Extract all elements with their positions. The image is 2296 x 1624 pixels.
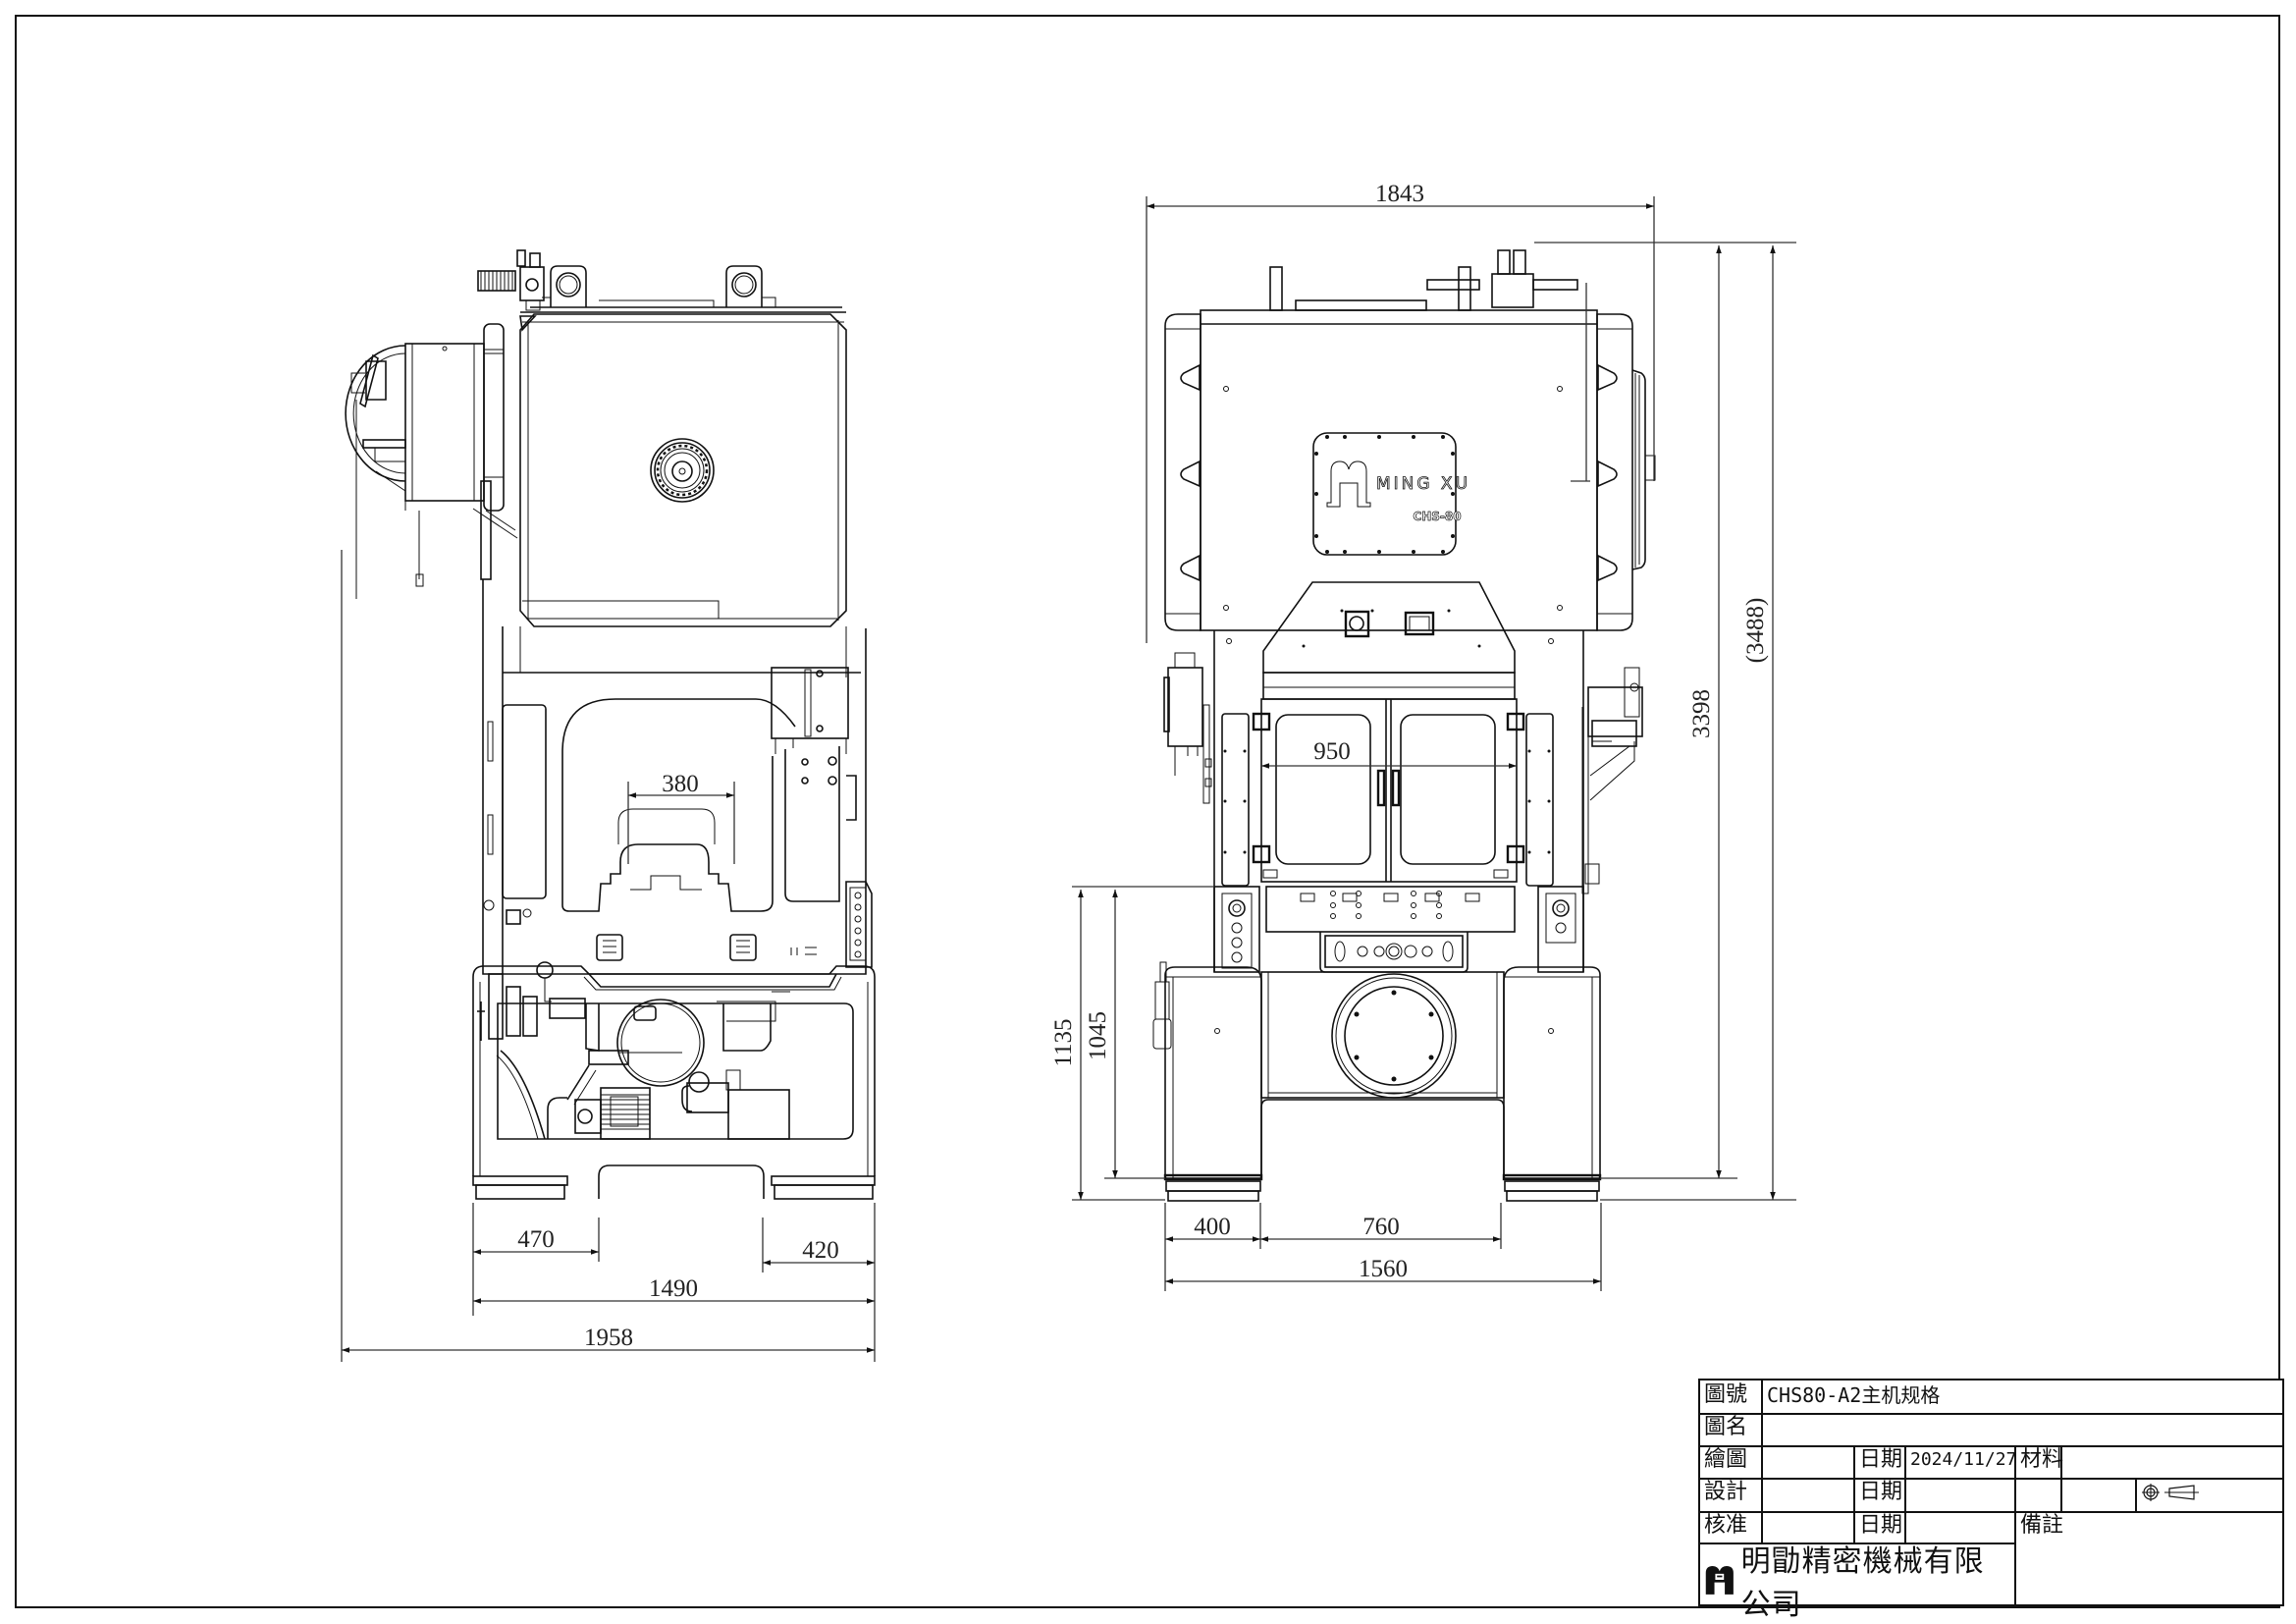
title-row-design: 設計 日期 [1700, 1478, 2282, 1513]
design-by-value [1761, 1478, 1853, 1511]
approve-date-label: 日期 [1853, 1511, 1904, 1544]
approve-by-value [1761, 1511, 1853, 1544]
title-row-drawing-name: 圖名 [1700, 1413, 2282, 1447]
title-row-approve: 核准 日期 備註 [1700, 1511, 2282, 1606]
dim-height-3398: 3398 [1688, 689, 1715, 738]
dim-base-1490: 1490 [649, 1275, 698, 1302]
material-label: 材料 [2014, 1445, 2063, 1478]
drawing-name-label: 圖名 [1704, 1415, 1748, 1439]
dim-overall-1958: 1958 [584, 1325, 633, 1351]
approve-label: 核准 [1700, 1511, 1761, 1544]
material-value [2060, 1445, 2282, 1478]
front-frame [1152, 630, 1643, 1050]
side-crown [477, 249, 847, 627]
dim-base-1560: 1560 [1359, 1256, 1408, 1282]
remarks-label: 備註 [2014, 1511, 2282, 1606]
dim-overall-width-1843: 1843 [1375, 181, 1424, 207]
title-row-drawn: 繪圖 日期 2024/11/27 材料 [1700, 1445, 2282, 1480]
front-control-panel [1226, 581, 1554, 674]
design-label: 設計 [1704, 1480, 1748, 1504]
nameplate-model: CHS-80 [1413, 510, 1461, 523]
side-view: 380 470 420 1490 1958 [341, 249, 876, 1362]
design-date-label: 日期 [1853, 1478, 1904, 1511]
dim-height-3488: (3488) [1742, 598, 1769, 664]
side-frame [482, 579, 873, 975]
front-nameplate: MING XU CHS-80 [1312, 432, 1470, 556]
side-base [472, 961, 876, 1200]
approve-date-value [1904, 1511, 2014, 1544]
dim-window-950: 950 [1313, 738, 1351, 765]
title-row-drawing-no: 圖號 CHS80-A2主机规格 [1700, 1380, 2282, 1415]
dim-foot-400: 400 [1194, 1214, 1231, 1240]
blank-cell [2060, 1478, 2135, 1511]
drawn-date-value: 2024/11/27 [1904, 1445, 2016, 1478]
drawn-by-value [1761, 1445, 1853, 1478]
front-view: MING XU CHS-80 [1050, 181, 1796, 1291]
ming-xu-nameplate-logo-icon [1326, 460, 1371, 508]
nameplate-brand: MING XU [1376, 474, 1470, 494]
front-view-dimensions: 1843 950 3398 (3488) 1135 1045 [1050, 181, 1796, 1291]
dim-height-1045: 1045 [1085, 1011, 1111, 1060]
dim-gap-760: 760 [1362, 1214, 1400, 1240]
drawing-no-value: CHS80-A2主机规格 [1761, 1380, 2282, 1413]
dim-height-1135: 1135 [1050, 1018, 1077, 1066]
dim-throat-380: 380 [662, 771, 699, 797]
design-date-value [1904, 1478, 2014, 1511]
front-base [1163, 966, 1602, 1202]
drawn-label: 繪圖 [1704, 1447, 1748, 1472]
title-block: 圖號 CHS80-A2主机规格 圖名 繪圖 日期 2024/11/27 材料 設… [1698, 1379, 2284, 1622]
drawing-no-label: 圖號 [1704, 1382, 1748, 1407]
dim-foot-420: 420 [802, 1237, 839, 1264]
side-view-dimensions: 380 470 420 1490 1958 [341, 550, 876, 1362]
blank-cell [2014, 1478, 2060, 1511]
first-angle-projection-icon [2142, 1484, 2199, 1501]
projection-symbol-cell [2135, 1478, 2282, 1511]
drawing-frame-border [15, 15, 2280, 1608]
drawn-date-label: 日期 [1853, 1445, 1904, 1478]
front-crown [1164, 242, 1688, 631]
flywheel-hub [650, 438, 715, 503]
side-motor-housing [345, 323, 518, 599]
company-name-cell: 明勖精密機械有限公司 [1700, 1544, 2008, 1622]
ming-xu-logo-icon [1705, 1565, 1734, 1595]
company-name: 明勖精密機械有限公司 [1740, 1543, 1985, 1622]
dim-foot-470: 470 [517, 1226, 555, 1253]
drawing-name-value [1761, 1413, 2282, 1445]
